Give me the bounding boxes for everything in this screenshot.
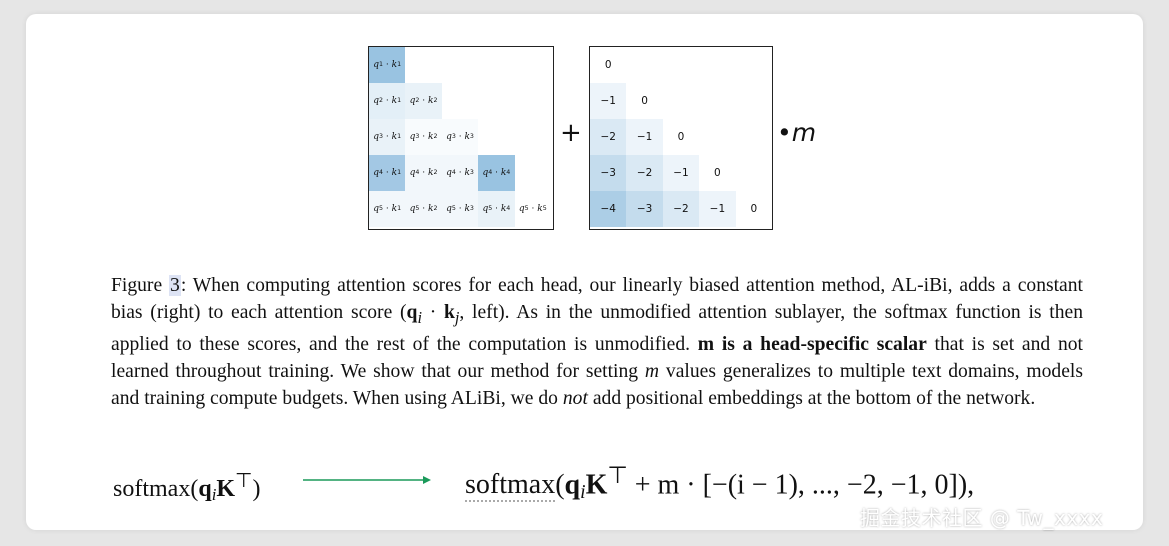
figure-ref-link[interactable]: 3 [169, 275, 181, 296]
figure-caption: Figure 3: When computing attention score… [111, 275, 1083, 409]
bias-cell: 0 [699, 155, 736, 191]
equation-softmax-alibi: softmax(qiK⊤ + m · [−(i − 1), ..., −2, −… [465, 463, 975, 504]
bias-cell: −4 [590, 191, 627, 227]
arrow-icon [303, 476, 431, 484]
bold-phrase: m is a head-specific scalar [697, 333, 927, 355]
plus-sign: + [560, 118, 582, 148]
equation-softmax-original: softmax(qiK⊤) [113, 470, 261, 505]
bias-cell: −1 [590, 83, 627, 119]
bias-cell: −2 [662, 191, 700, 227]
bias-cell: −1 [699, 191, 736, 227]
bias-cell: −3 [590, 155, 627, 191]
bias-cell: 0 [662, 119, 700, 155]
figure-card [26, 14, 1143, 530]
bias-cell: −2 [626, 155, 663, 191]
bias-cell: 0 [735, 191, 772, 227]
watermark: 掘金技术社区 @ Tw_xxxx [860, 506, 1104, 530]
bias-cell: −3 [626, 191, 663, 227]
bias-cell: −2 [590, 119, 627, 155]
bias-cell: −1 [626, 119, 663, 155]
bias-cell: 0 [626, 83, 663, 119]
times-m-label: •m [777, 118, 817, 147]
bias-cell: 0 [590, 47, 627, 83]
bias-cell: −1 [662, 155, 700, 191]
